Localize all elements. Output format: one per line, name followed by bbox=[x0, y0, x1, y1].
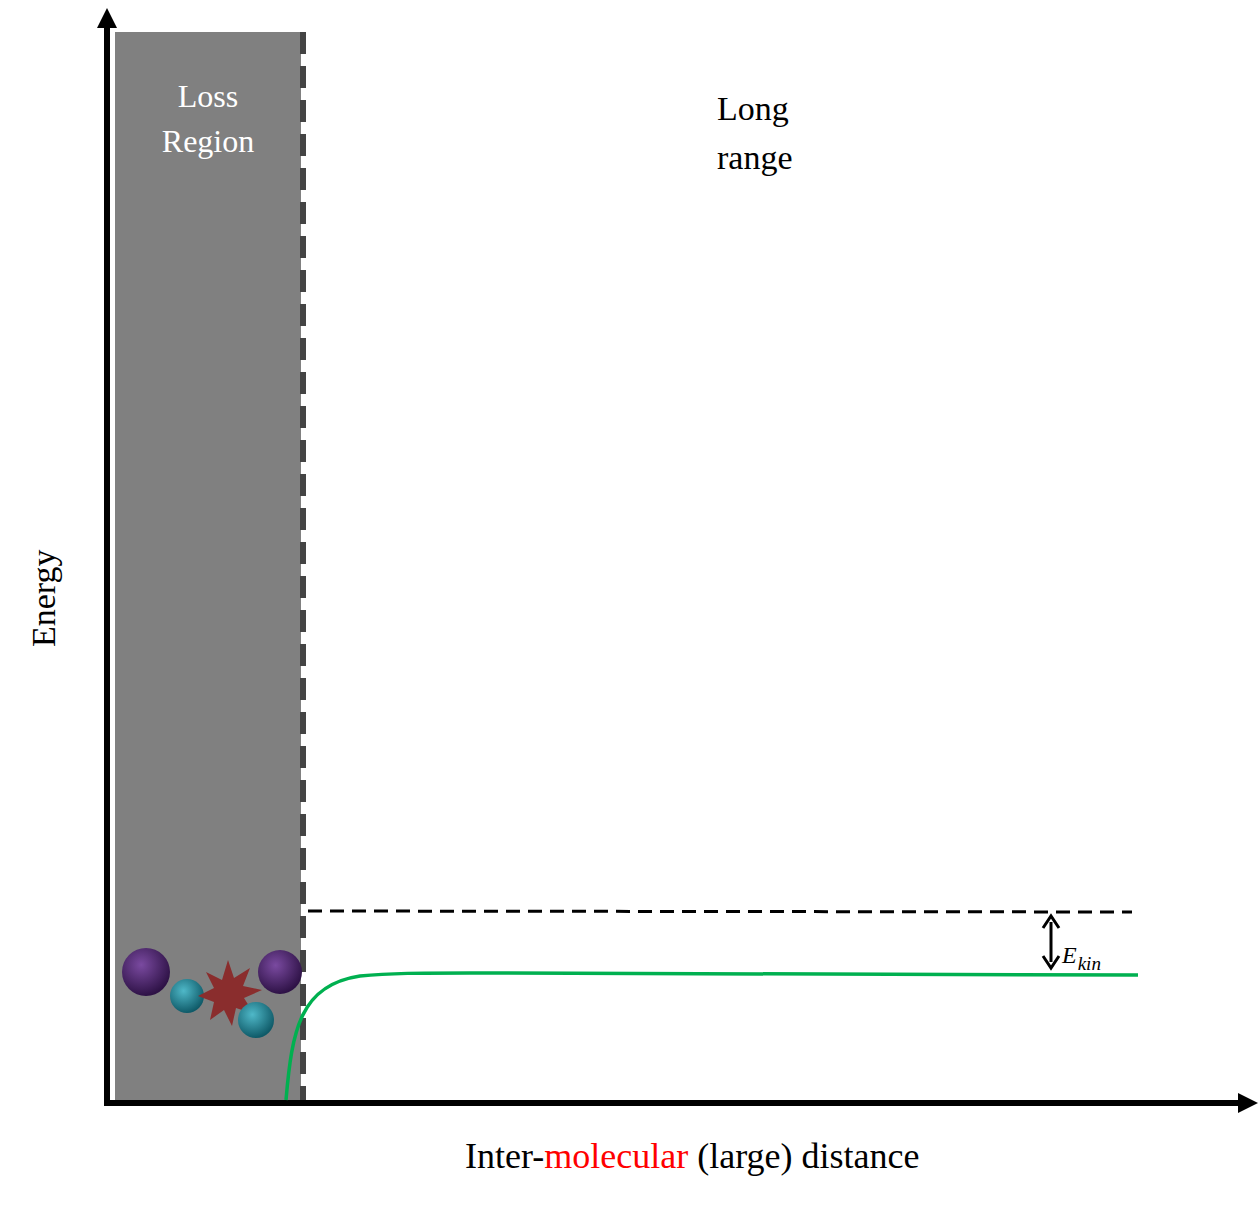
atom bbox=[122, 948, 170, 996]
y-axis bbox=[104, 22, 110, 1103]
collision-star bbox=[198, 960, 262, 1026]
ekin-head bbox=[1043, 956, 1059, 968]
region-label: Long range bbox=[717, 84, 837, 183]
y-axis-head bbox=[97, 8, 117, 28]
potential-curve bbox=[286, 973, 1138, 1100]
axis-label: Energy bbox=[23, 549, 66, 647]
ekin-head bbox=[1043, 916, 1059, 928]
loss-boundary bbox=[300, 32, 306, 1103]
ekin-arrow bbox=[1050, 922, 1053, 962]
axis-label-part: Inter- bbox=[465, 1134, 544, 1179]
axis-label: Inter-molecular(large) distance bbox=[465, 1134, 919, 1179]
energy-level bbox=[308, 911, 1132, 912]
symbol: E bbox=[1062, 940, 1077, 970]
region-label: Loss Region bbox=[143, 74, 273, 164]
atom bbox=[238, 1002, 274, 1038]
x-axis bbox=[104, 1100, 1242, 1106]
atom bbox=[170, 979, 204, 1013]
axis-label-part: (large) distance bbox=[697, 1134, 919, 1179]
atom bbox=[258, 950, 302, 994]
loss-region-band: Loss Region bbox=[115, 32, 301, 1103]
axis-label-part: molecular bbox=[544, 1134, 688, 1179]
x-axis-head bbox=[1238, 1093, 1258, 1113]
symbol-subscript: kin bbox=[1078, 952, 1101, 976]
